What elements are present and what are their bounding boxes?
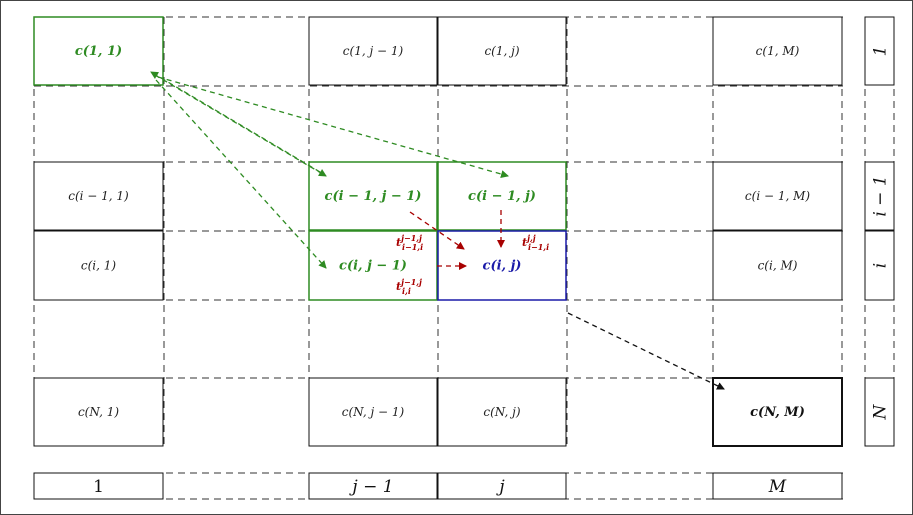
col-label-col-M: M xyxy=(712,472,843,500)
cell-box xyxy=(33,377,164,447)
cell-label: c(1, j) xyxy=(484,44,519,58)
row-label-text: i − 1 xyxy=(871,175,891,216)
col-label-col-1: 1 xyxy=(33,472,164,500)
cell-label: c(i, j) xyxy=(483,259,522,274)
cell-c-i-1-1: c(i − 1, 1) xyxy=(33,161,164,231)
col-label-col-j-1: j − 1 xyxy=(308,472,438,500)
cell-c-1-1: c(1, 1) xyxy=(33,16,164,86)
cell-label: c(N, 1) xyxy=(78,405,119,419)
cell-label: c(i − 1, j − 1) xyxy=(325,189,422,204)
cell-box xyxy=(33,16,164,86)
matrix-cells: c(1, 1) c(1, j − 1) c(1, j) c(1, M) c(i − 1,… xyxy=(33,16,843,447)
row-index-labels: 1 i − 1 iN xyxy=(864,16,895,447)
cell-box xyxy=(33,230,164,301)
col-label-box xyxy=(33,472,164,500)
cell-label: c(i − 1, 1) xyxy=(68,189,129,203)
col-label-box xyxy=(712,472,843,500)
cell-box xyxy=(308,230,438,301)
cell-label: c(1, M) xyxy=(756,44,800,58)
col-label-text: j xyxy=(495,477,505,497)
cell-c-1-M: c(1, M) xyxy=(712,16,843,86)
cell-c-i-M: c(i, M) xyxy=(712,230,843,301)
cell-box xyxy=(712,377,843,447)
cell-c-N-M: c(N, M) xyxy=(712,377,843,447)
row-label-box xyxy=(864,377,895,447)
cell-label: c(i − 1, M) xyxy=(745,189,810,203)
cell-c-1-j-1: c(1, j − 1) xyxy=(308,16,438,86)
cell-box xyxy=(437,377,567,447)
col-label-col-j: j xyxy=(437,472,567,500)
cell-box xyxy=(308,16,438,86)
cell-label: c(i, j − 1) xyxy=(339,259,407,274)
cell-c-N-j: c(N, j) xyxy=(437,377,567,447)
row-label-row-1: 1 xyxy=(864,16,895,86)
cell-label: c(N, j) xyxy=(483,405,520,419)
cell-box xyxy=(712,161,843,231)
col-label-text: 1 xyxy=(93,477,104,497)
cell-label: c(1, 1) xyxy=(75,44,122,59)
col-label-box xyxy=(437,472,567,500)
row-label-box xyxy=(864,16,895,86)
cell-c-1-j: c(1, j) xyxy=(437,16,567,86)
cell-box xyxy=(712,230,843,301)
row-label-row-i: i xyxy=(864,230,895,301)
cell-label: c(i, 1) xyxy=(81,259,117,273)
arrow-cij-to-cNM xyxy=(567,312,725,390)
column-index-labels: 1 j − 1 j M xyxy=(33,472,843,500)
arrow-diag-to-cij xyxy=(409,211,465,250)
arrow-c11-to-ci-1j xyxy=(157,76,509,178)
row-label-box xyxy=(864,161,895,231)
cell-box xyxy=(308,161,438,231)
row-label-row-N: N xyxy=(864,377,895,447)
row-label-text: i xyxy=(871,263,891,268)
cell-label: c(1, j − 1) xyxy=(343,44,404,58)
cell-c-N-1: c(N, 1) xyxy=(33,377,164,447)
cell-box xyxy=(33,161,164,231)
cell-c-i-j-1: c(i, j − 1) xyxy=(308,230,438,301)
row-label-row-i-1: i − 1 xyxy=(864,161,895,231)
cell-c-i-1: c(i, 1) xyxy=(33,230,164,301)
cell-c-i-1-j: c(i − 1, j) xyxy=(437,161,567,231)
arrow-c11-to-cij-1 xyxy=(155,79,327,269)
cell-label: c(i, M) xyxy=(758,259,798,273)
row-label-box xyxy=(864,230,895,301)
cell-box xyxy=(308,377,438,447)
cell-c-i-1-M: c(i − 1, M) xyxy=(712,161,843,231)
col-label-text: M xyxy=(768,477,787,497)
col-label-box xyxy=(308,472,438,500)
row-label-text: N xyxy=(871,403,891,420)
row-label-text: 1 xyxy=(871,46,891,57)
cell-label: c(i − 1, j) xyxy=(468,189,536,204)
arrows xyxy=(150,71,725,390)
cell-label: c(N, M) xyxy=(750,405,805,420)
cell-c-i-1-j-1: c(i − 1, j − 1) xyxy=(308,161,438,231)
cell-box xyxy=(437,16,567,86)
cell-label: c(N, j − 1) xyxy=(342,405,405,419)
col-label-text: j − 1 xyxy=(348,477,393,497)
dashed-gridlines xyxy=(33,16,895,500)
arrow-ci-1j-1-to-c11 xyxy=(150,71,321,173)
cell-box xyxy=(712,16,843,86)
cell-c-N-j-1: c(N, j − 1) xyxy=(308,377,438,447)
